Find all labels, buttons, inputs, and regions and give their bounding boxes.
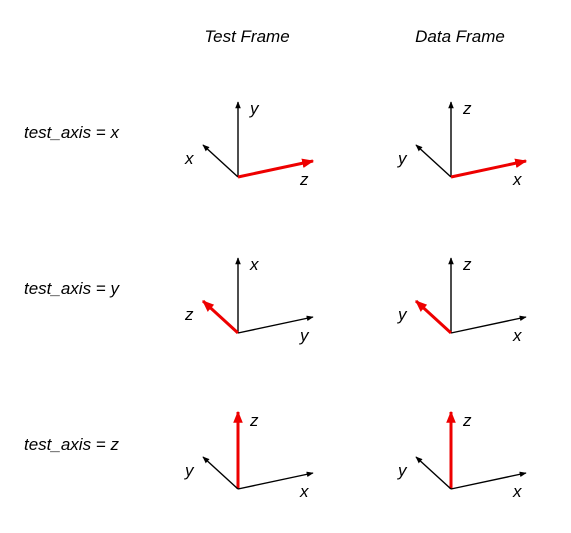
frame-test-row-y: x z y [184,255,314,345]
axis-left-label: y [397,305,408,324]
axis-left-arrow-highlighted [201,299,240,335]
axis-right-label: z [299,170,309,189]
axis-left-label: z [184,305,194,324]
axis-right-arrow-highlighted [450,158,528,179]
axis-right-arrow [450,315,527,334]
frame-test-row-z: z y x [184,410,314,501]
axis-right-label: x [299,482,309,501]
frame-data-row-x: z y x [397,99,528,189]
row-label-test-axis-x: test_axis = x [24,123,119,142]
axis-right-label: x [512,482,522,501]
axis-up-label: y [249,99,260,118]
axis-right-label: y [299,326,310,345]
axis-up-label: z [462,411,472,430]
axis-right-arrow [237,315,314,334]
axis-right-label: x [512,170,522,189]
axis-right-arrow-highlighted [237,158,315,179]
test-frame-header: Test Frame [204,27,289,46]
axis-up-label: z [249,411,259,430]
frame-test-row-x: y x z [184,99,315,189]
frame-data-row-z: z y x [397,410,527,501]
axis-up-label: z [462,99,472,118]
axis-right-arrow [237,471,314,490]
axis-up-label: x [249,255,259,274]
row-label-test-axis-z: test_axis = z [24,435,119,454]
axis-left-arrow-highlighted [414,299,453,335]
axis-up-label: z [462,255,472,274]
axis-right-label: x [512,326,522,345]
data-frame-header: Data Frame [415,27,505,46]
axis-left-label: y [397,149,408,168]
axis-left-label: y [184,461,195,480]
axis-left-label: x [184,149,194,168]
axis-right-arrow [450,471,527,490]
axis-left-arrow [202,456,239,490]
axis-left-label: y [397,461,408,480]
frame-data-row-y: z y x [397,255,527,345]
axis-left-arrow [415,144,452,178]
axis-left-arrow [415,456,452,490]
axis-left-arrow [202,144,239,178]
row-label-test-axis-y: test_axis = y [24,279,120,298]
